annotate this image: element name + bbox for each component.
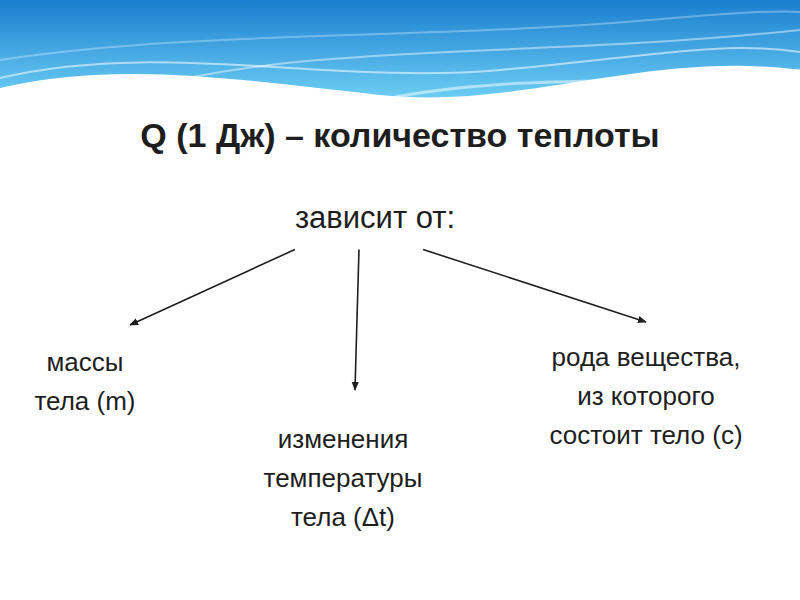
header-banner xyxy=(0,0,800,110)
banner-fill xyxy=(0,0,800,97)
factor-label: массы тела (m) xyxy=(23,343,148,421)
banner-wave xyxy=(0,11,800,60)
root-label: зависит от: xyxy=(295,195,455,242)
node-text: массы тела (m) xyxy=(23,343,148,421)
banner-wave xyxy=(0,48,800,78)
node-text: зависит от: xyxy=(295,195,455,242)
factor-label: рода вещества, из которого состоит тело … xyxy=(537,338,755,455)
arrow-connector xyxy=(355,250,359,391)
node-text: изменения температуры тела (Δt) xyxy=(253,420,433,537)
slide-title: Q (1 Дж) – количество теплоты xyxy=(0,116,800,155)
banner-wave xyxy=(380,70,800,100)
arrow-connector xyxy=(130,250,295,326)
factor-label: изменения температуры тела (Δt) xyxy=(253,420,433,537)
arrow-connector xyxy=(423,250,646,323)
node-text: рода вещества, из которого состоит тело … xyxy=(537,338,755,455)
